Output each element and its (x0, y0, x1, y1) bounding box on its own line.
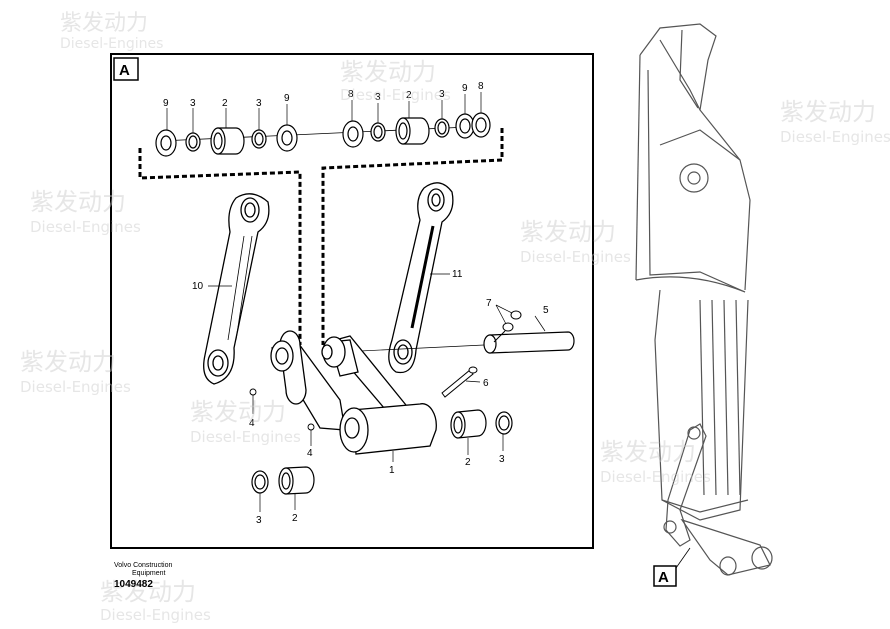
svg-text:Diesel-Engines: Diesel-Engines (600, 468, 711, 486)
callout-6: 6 (483, 378, 489, 389)
callout-8: 8 (478, 81, 484, 92)
svg-text:Diesel-Engines: Diesel-Engines (20, 378, 131, 396)
link-11 (388, 182, 454, 374)
callout-2: 2 (465, 457, 471, 468)
svg-text:Diesel-Engines: Diesel-Engines (340, 86, 451, 104)
callout-3: 3 (375, 92, 381, 103)
svg-text:Diesel-Engines: Diesel-Engines (780, 128, 890, 146)
callout-9: 9 (462, 83, 468, 94)
callout-3: 3 (256, 515, 262, 526)
svg-text:Diesel-Engines: Diesel-Engines (100, 606, 211, 624)
callout-11: 11 (452, 269, 463, 280)
frame-label: A (119, 62, 130, 79)
callout-4: 4 (307, 448, 313, 459)
top-parts-row (155, 112, 491, 157)
callout-3: 3 (439, 89, 445, 100)
link-assembly-1 (270, 330, 437, 455)
callout-3: 3 (499, 454, 505, 465)
svg-text:紫发动力: 紫发动力 (600, 438, 696, 466)
top-leaders (166, 92, 482, 133)
callout-2: 2 (222, 98, 228, 109)
callout-5: 5 (543, 305, 549, 316)
svg-text:Diesel-Engines: Diesel-Engines (30, 218, 141, 236)
svg-text:紫发动力: 紫发动力 (190, 398, 286, 426)
company-name: Volvo Construction Equipment (114, 562, 172, 578)
callout-7: 7 (486, 298, 492, 309)
svg-text:紫发动力: 紫发动力 (340, 58, 436, 86)
frame-label-box (113, 57, 139, 81)
company-line-2: Equipment (132, 570, 166, 577)
callout-4: 4 (249, 418, 255, 429)
svg-text:Diesel-Engines: Diesel-Engines (520, 248, 631, 266)
callout-2: 2 (292, 513, 298, 524)
callout-3: 3 (256, 98, 262, 109)
boom-arm-overview (635, 23, 773, 576)
assembly-guides (138, 128, 504, 345)
callout-10: 10 (192, 281, 204, 292)
callout-2: 2 (406, 90, 412, 101)
svg-text:Diesel-Engines: Diesel-Engines (60, 36, 163, 52)
watermarks: 紫发动力 Diesel-Engines 紫发动力 Diesel-Engines … (20, 11, 890, 624)
pin-5 (339, 331, 575, 354)
svg-text:紫发动力: 紫发动力 (60, 11, 148, 36)
link-10 (203, 193, 270, 385)
bushing-2-lower-right (450, 409, 513, 439)
callout-3: 3 (190, 98, 196, 109)
svg-text:紫发动力: 紫发动力 (20, 348, 116, 376)
svg-text:紫发动力: 紫发动力 (520, 218, 616, 246)
callout-9: 9 (284, 93, 290, 104)
callout-9: 9 (163, 98, 169, 109)
svg-text:紫发动力: 紫发动力 (100, 578, 196, 606)
detail-frame (110, 53, 594, 549)
bolt-7 (493, 310, 522, 343)
svg-text:紫发动力: 紫发动力 (30, 188, 126, 216)
company-line-1: Volvo Construction (114, 562, 173, 569)
callout-1: 1 (389, 465, 395, 476)
svg-text:紫发动力: 紫发动力 (780, 98, 876, 126)
drawing-number: 1049482 (114, 579, 153, 590)
bolt-6 (441, 366, 478, 398)
inset-label: A (658, 569, 669, 586)
callout-8: 8 (348, 89, 354, 100)
inset-label-box (653, 565, 677, 587)
svg-text:Diesel-Engines: Diesel-Engines (190, 428, 301, 446)
bushing-2-lower-left (251, 466, 315, 495)
